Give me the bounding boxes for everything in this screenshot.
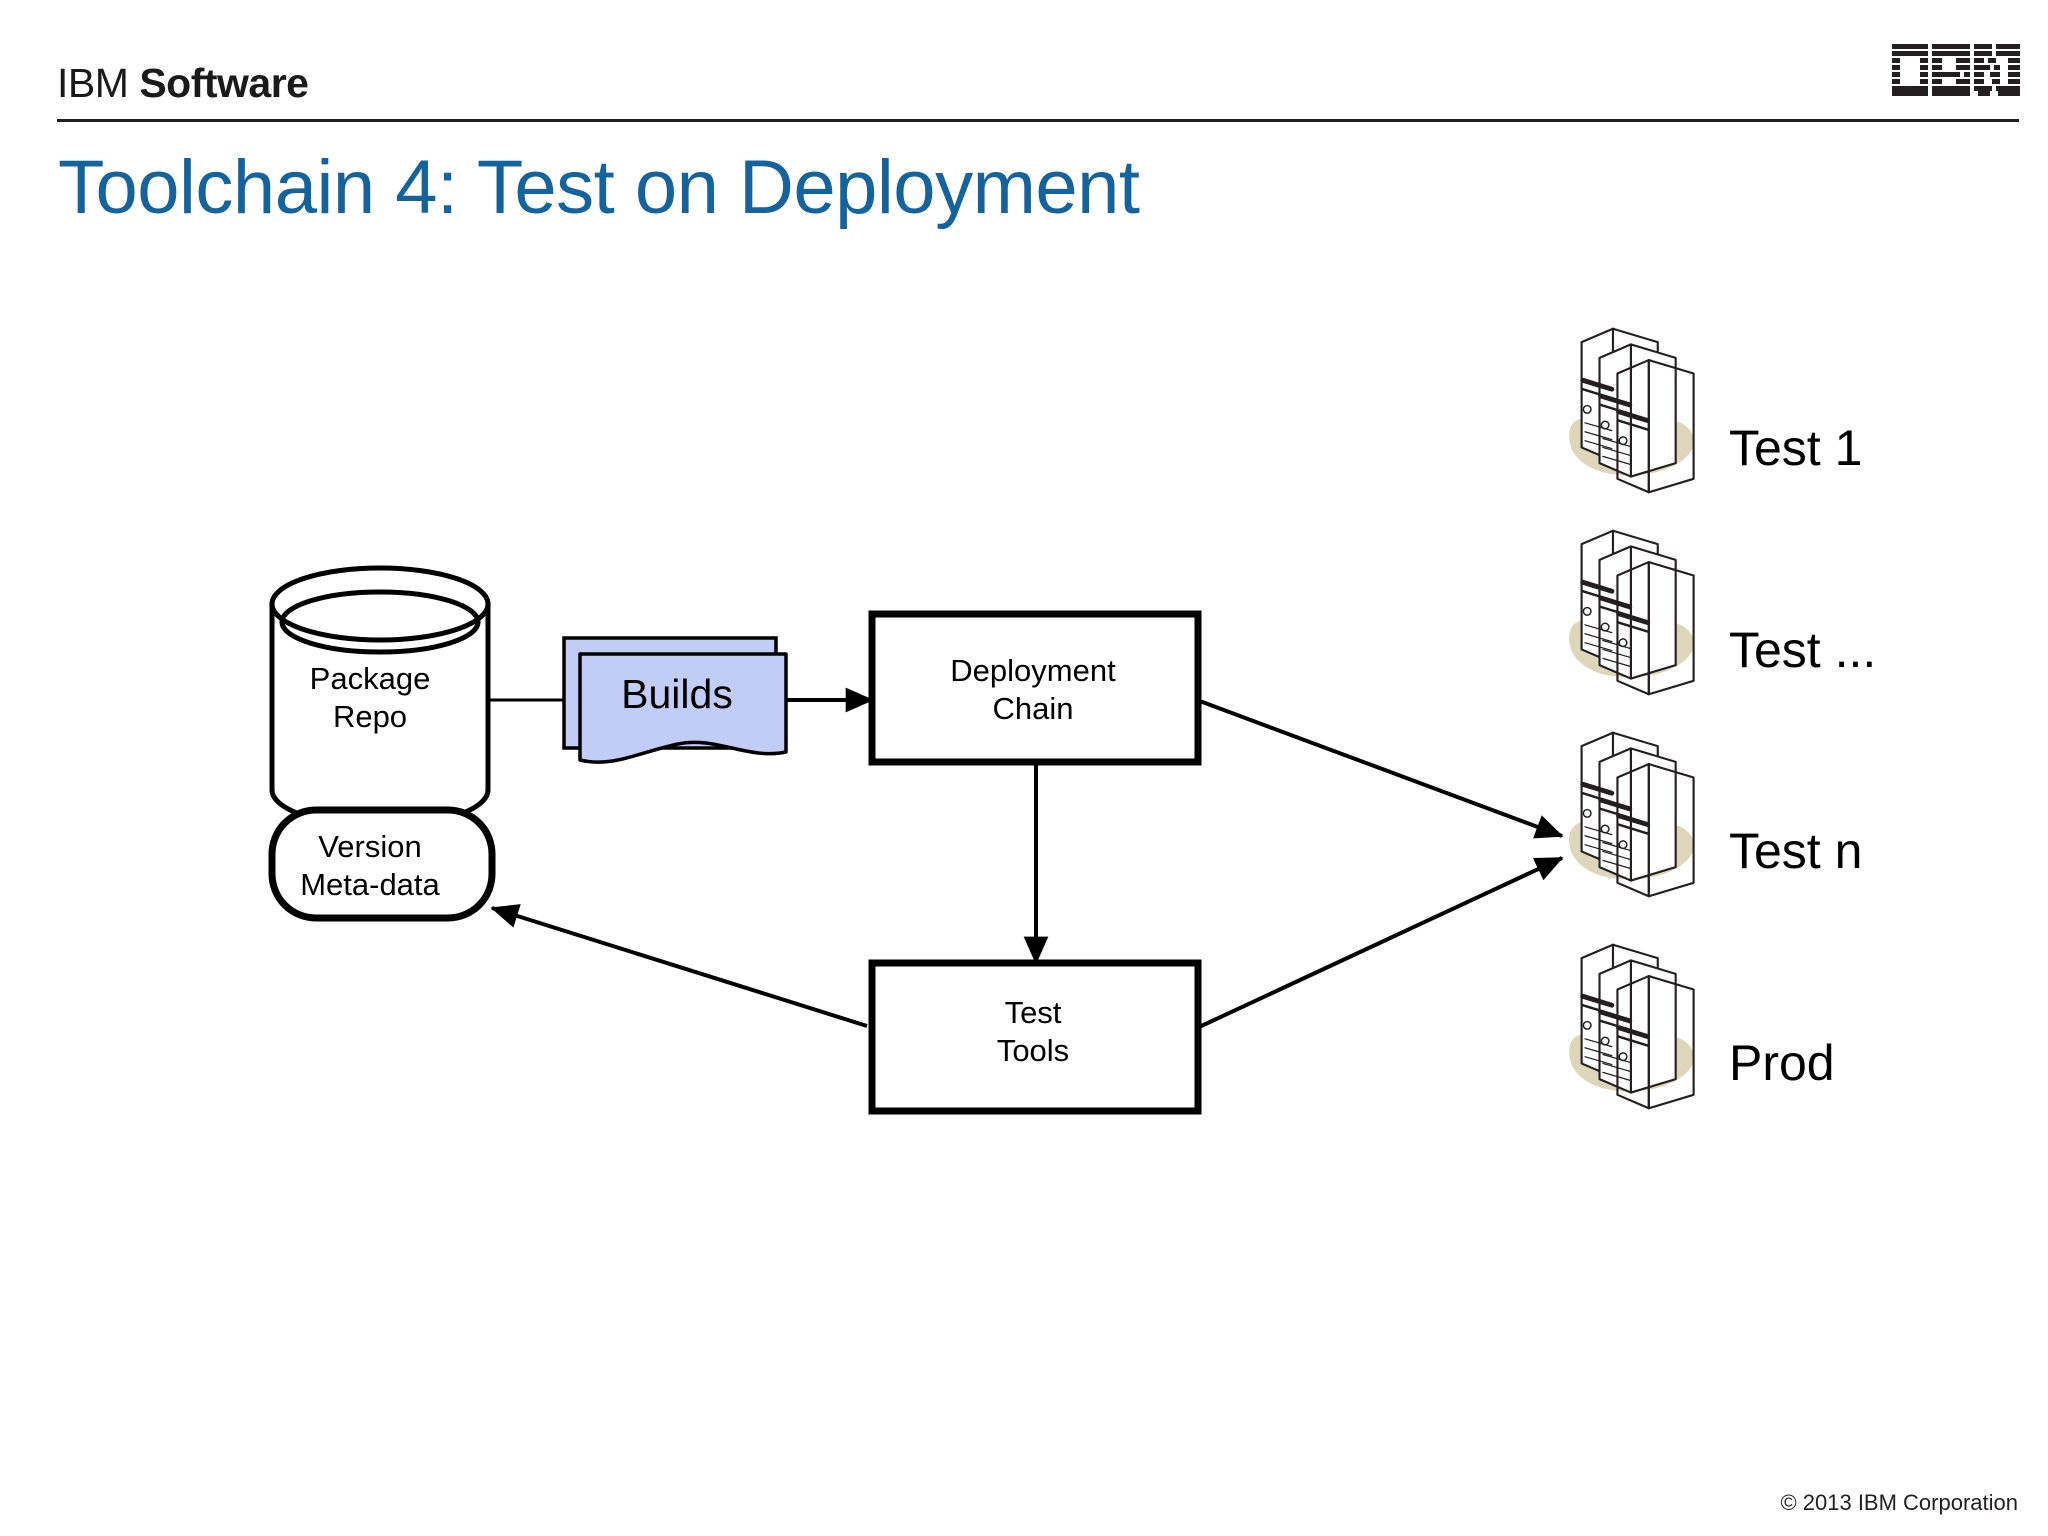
env-icon-test-n[interactable] [1569, 733, 1694, 897]
brand-lockup: IBM Software [57, 60, 309, 107]
node-label-package-repo: Package Repo [309, 661, 431, 735]
brand-software-text: Software [139, 60, 309, 106]
node-label-version-metadata: Version Meta-data [300, 829, 440, 903]
footer-copyright: © 2013 IBM Corporation [1780, 1490, 2018, 1515]
env-icon-prod[interactable] [1569, 945, 1694, 1109]
header-divider [57, 119, 2019, 122]
brand-ibm-text: IBM [57, 60, 129, 106]
env-icon-test-1[interactable] [1569, 329, 1694, 493]
ibm-logo-icon [1892, 44, 2020, 96]
slide-header: IBM Software [0, 0, 2048, 126]
env-label-test-n: Test n [1729, 823, 1863, 879]
node-label-builds: Builds [621, 671, 733, 717]
page-title: Toolchain 4: Test on Deployment [58, 145, 1140, 230]
env-icon-test-any[interactable] [1569, 531, 1694, 695]
connector-test-tools-to-test-n [1196, 856, 1564, 1030]
env-label-test-any: Test ... [1729, 622, 1877, 678]
env-label-prod: Prod [1729, 1035, 1835, 1091]
node-label-test-tools: Test Tools [996, 995, 1070, 1069]
connector-test-tools-to-version-metadata [490, 904, 868, 1028]
connector-deployment-chain-to-test-n [1196, 698, 1564, 839]
env-label-test-1: Test 1 [1729, 420, 1863, 476]
node-label-deployment-chain: Deployment Chain [950, 653, 1116, 727]
